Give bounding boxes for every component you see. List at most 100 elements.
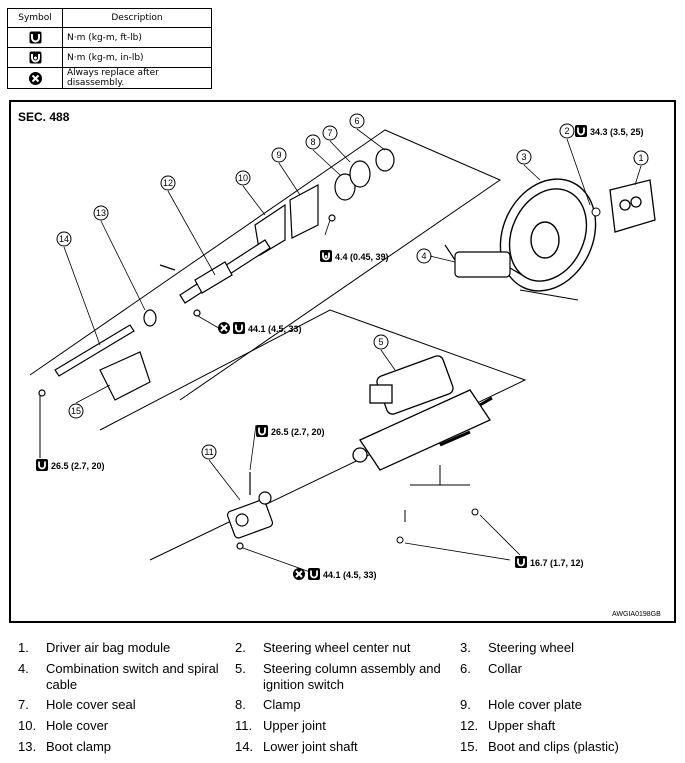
svg-text:6: 6 bbox=[354, 116, 359, 126]
symbol-desc: N·m (kg-m, in-lb) bbox=[62, 47, 212, 68]
svg-text:5: 5 bbox=[378, 337, 383, 347]
torque-in-lb-icon bbox=[29, 51, 41, 64]
legend-number: 1. bbox=[18, 640, 29, 655]
callout-10: 10 bbox=[235, 170, 251, 186]
svg-text:26.5 (2.7, 20): 26.5 (2.7, 20) bbox=[51, 461, 105, 471]
torque-spec: 44.1 (4.5, 33) bbox=[292, 567, 377, 581]
callout-3: 3 bbox=[516, 149, 532, 165]
svg-text:8: 8 bbox=[310, 137, 315, 147]
legend-name: Collar bbox=[488, 661, 522, 676]
callout-13: 13 bbox=[93, 205, 109, 221]
legend-number: 5. bbox=[235, 661, 246, 676]
svg-text:12: 12 bbox=[163, 178, 173, 188]
upper-shaft bbox=[159, 239, 271, 317]
legend-name: Combination switch and spiral cable bbox=[46, 661, 219, 692]
legend-name: Driver air bag module bbox=[46, 640, 171, 655]
callout-9: 9 bbox=[271, 147, 287, 163]
section-label: SEC. 488 bbox=[18, 110, 70, 124]
legend-name: Boot and clips (plastic) bbox=[488, 739, 619, 754]
svg-text:4.4 (0.45, 39): 4.4 (0.45, 39) bbox=[335, 252, 389, 262]
legend-name: Steering wheel center nut bbox=[263, 640, 411, 655]
svg-text:16.7 (1.7, 12): 16.7 (1.7, 12) bbox=[530, 558, 584, 568]
svg-text:11: 11 bbox=[204, 447, 213, 457]
torque-spec: 16.7 (1.7, 12) bbox=[514, 555, 584, 569]
diagram-frame bbox=[9, 100, 676, 623]
svg-text:34.3 (3.5, 25): 34.3 (3.5, 25) bbox=[590, 127, 644, 137]
svg-text:44.1 (4.5, 33): 44.1 (4.5, 33) bbox=[248, 324, 302, 334]
torque-spec: 26.5 (2.7, 20) bbox=[35, 458, 105, 472]
callout-14: 14 bbox=[56, 231, 72, 247]
collar bbox=[375, 148, 395, 172]
legend-number: 14. bbox=[235, 739, 254, 754]
symbol-desc: N·m (kg-m, ft-lb) bbox=[62, 27, 212, 48]
callout-15: 15 bbox=[68, 403, 84, 419]
torque-spec: 26.5 (2.7, 20) bbox=[255, 424, 325, 438]
legend-name: Hole cover plate bbox=[488, 697, 582, 712]
legend-number: 8. bbox=[235, 697, 246, 712]
svg-text:10: 10 bbox=[238, 173, 248, 183]
figure-code: AWGIA0198GB bbox=[612, 611, 661, 618]
svg-text:2: 2 bbox=[564, 126, 569, 136]
callout-4: 4 bbox=[416, 248, 432, 264]
svg-text:9: 9 bbox=[276, 150, 281, 160]
legend-name: Lower joint shaft bbox=[263, 739, 358, 754]
steering-column-diagram: SEC. 488 AWGIA0198GB bbox=[9, 100, 676, 623]
always-replace-icon bbox=[217, 321, 231, 335]
svg-text:4: 4 bbox=[421, 251, 426, 261]
svg-text:1: 1 bbox=[638, 153, 643, 163]
legend-name: Hole cover bbox=[46, 718, 109, 733]
legend-number: 2. bbox=[235, 640, 246, 655]
legend-name: Steering wheel bbox=[488, 640, 574, 655]
torque-spec: 34.3 (3.5, 25) bbox=[574, 124, 644, 138]
clamp bbox=[334, 173, 356, 201]
callout-11: 11 bbox=[201, 444, 217, 460]
svg-text:7: 7 bbox=[327, 128, 332, 138]
always-replace-icon bbox=[28, 71, 42, 85]
hole-cover-plate bbox=[289, 183, 319, 239]
svg-text:13: 13 bbox=[96, 208, 106, 218]
callout-1: 1 bbox=[633, 150, 649, 166]
legend-number: 6. bbox=[460, 661, 471, 676]
symbol-header: Symbol bbox=[7, 8, 63, 28]
legend-number: 10. bbox=[18, 718, 37, 733]
callout-5: 5 bbox=[373, 334, 389, 350]
svg-text:14: 14 bbox=[59, 234, 69, 244]
legend-number: 15. bbox=[460, 739, 479, 754]
legend-name: Upper shaft bbox=[488, 718, 556, 733]
callout-12: 12 bbox=[160, 175, 176, 191]
torque-ft-lb-icon bbox=[29, 31, 41, 44]
legend-number: 9. bbox=[460, 697, 471, 712]
steering-wheel bbox=[499, 178, 597, 292]
svg-text:3: 3 bbox=[521, 152, 526, 162]
center-nut bbox=[591, 207, 601, 217]
hole-cover-seal bbox=[349, 160, 371, 188]
legend-number: 7. bbox=[18, 697, 29, 712]
svg-text:15: 15 bbox=[71, 406, 81, 416]
svg-text:26.5 (2.7, 20): 26.5 (2.7, 20) bbox=[271, 427, 325, 437]
svg-text:44.1 (4.5, 33): 44.1 (4.5, 33) bbox=[323, 570, 377, 580]
combination-switch bbox=[444, 244, 523, 278]
lower-joint-shaft bbox=[38, 309, 157, 401]
legend-number: 12. bbox=[460, 718, 479, 733]
legend-name: Boot clamp bbox=[46, 739, 112, 754]
upper-joint bbox=[226, 472, 274, 550]
air-bag-module bbox=[609, 179, 656, 233]
legend-number: 11. bbox=[235, 718, 253, 733]
assembly-lines bbox=[29, 129, 579, 561]
always-replace-icon bbox=[292, 567, 306, 581]
callout-8: 8 bbox=[305, 134, 321, 150]
description-header: Description bbox=[62, 8, 212, 28]
torque-spec: 4.4 (0.45, 39) bbox=[319, 249, 389, 263]
symbol-desc: Always replace after disassembly. bbox=[62, 67, 212, 89]
legend-number: 3. bbox=[460, 640, 471, 655]
legend-name: Steering column assembly and ignition sw… bbox=[263, 661, 441, 692]
callout-6: 6 bbox=[349, 113, 365, 129]
torque-spec: 44.1 (4.5, 33) bbox=[217, 321, 302, 335]
boot bbox=[99, 351, 151, 401]
legend-number: 4. bbox=[18, 661, 29, 676]
steering-column bbox=[352, 355, 493, 471]
legend-name: Hole cover seal bbox=[46, 697, 136, 712]
legend-number: 13. bbox=[18, 739, 37, 754]
legend-name: Upper joint bbox=[263, 718, 326, 733]
